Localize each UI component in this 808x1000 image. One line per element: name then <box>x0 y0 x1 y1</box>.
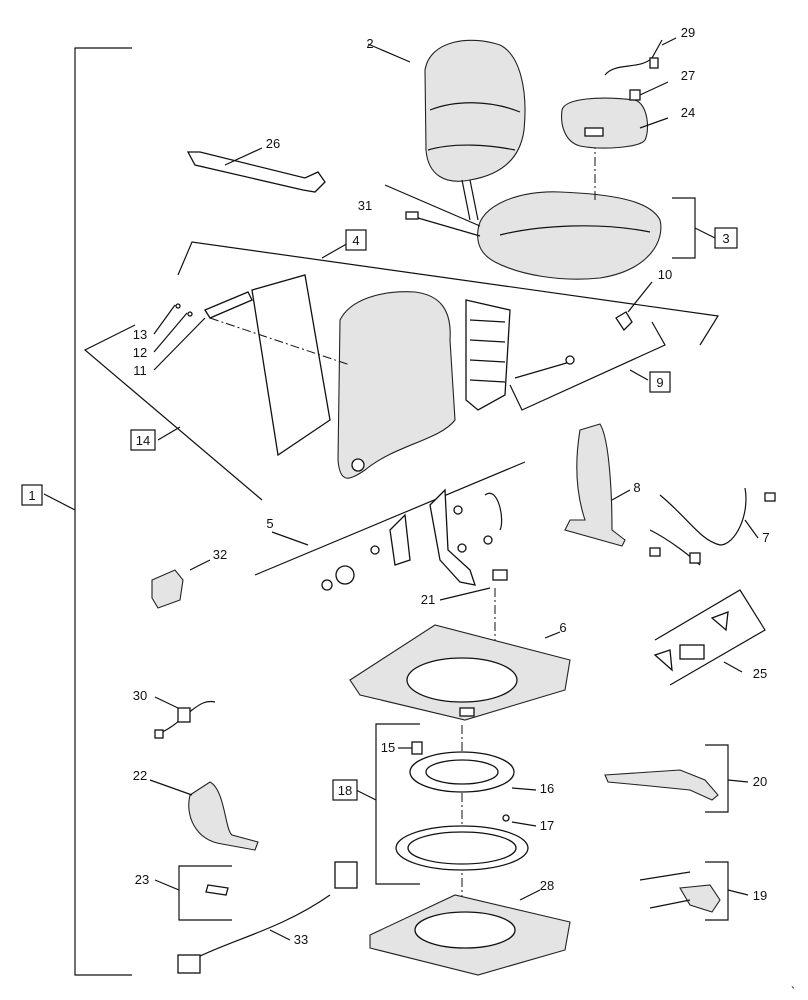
callout-3: 3 <box>722 231 729 246</box>
callout-16: 16 <box>540 781 554 796</box>
bracket-part-8 <box>564 423 631 547</box>
callout-11: 11 <box>133 363 147 378</box>
callout-7: 7 <box>762 530 769 545</box>
callout-10: 10 <box>658 267 672 282</box>
callout-4: 4 <box>352 233 359 248</box>
callout-box-18 <box>332 779 358 801</box>
callout-24: 24 <box>681 105 695 120</box>
callout-33: 33 <box>294 932 308 947</box>
callout-22: 22 <box>133 768 147 783</box>
callout-15: 15 <box>381 740 395 755</box>
callout-9: 9 <box>656 375 663 390</box>
bracket-1 <box>43 47 132 976</box>
harness-part-33 <box>177 861 358 974</box>
swivel-plate-part-28 <box>369 889 571 976</box>
callout-30: 30 <box>133 688 147 703</box>
callout-21: 21 <box>421 592 435 607</box>
seat-back-part <box>367 39 526 221</box>
corner-mark: ` <box>791 984 795 999</box>
callout-19: 19 <box>753 888 767 903</box>
lever-part-26 <box>186 147 326 193</box>
callout-1: 1 <box>28 488 35 503</box>
callout-labels: 1 2 3 4 5 6 7 8 9 10 11 12 13 14 15 16 1… <box>21 25 795 999</box>
lever-part-20 <box>604 744 749 813</box>
callout-18: 18 <box>338 783 352 798</box>
callout-13: 13 <box>133 327 147 342</box>
callout-5: 5 <box>266 516 273 531</box>
seat-cushion-part <box>384 140 716 280</box>
callout-31: 31 <box>358 198 372 213</box>
bracket-part-22 <box>149 779 259 851</box>
callout-28: 28 <box>540 878 554 893</box>
mechanism-assembly-5 <box>254 461 526 640</box>
armrest-part <box>561 37 677 149</box>
callout-6: 6 <box>559 620 566 635</box>
callout-32: 32 <box>213 547 227 562</box>
harness-part-7 <box>649 487 776 566</box>
harness-part-30 <box>154 696 216 739</box>
callout-29: 29 <box>681 25 695 40</box>
callout-20: 20 <box>753 774 767 789</box>
callout-12: 12 <box>133 345 147 360</box>
callout-27: 27 <box>681 68 695 83</box>
callout-box-3 <box>714 227 738 249</box>
lumbar-adjust-9 <box>509 281 666 411</box>
callout-box-14 <box>130 429 156 451</box>
switch-part-32 <box>151 559 211 609</box>
backrest-assembly-4 <box>83 241 719 501</box>
callout-25: 25 <box>753 666 767 681</box>
callout-23: 23 <box>135 872 149 887</box>
bracket-part-23 <box>154 865 232 921</box>
callout-box-1 <box>21 484 43 506</box>
callout-26: 26 <box>266 136 280 151</box>
parts-group-25 <box>653 589 766 686</box>
callout-14: 14 <box>136 433 150 448</box>
callout-box-9 <box>649 371 671 393</box>
callout-17: 17 <box>540 818 554 833</box>
seat-base-part-6 <box>349 624 571 721</box>
lever-part-19 <box>639 861 749 921</box>
cable-connector-31 <box>405 211 419 220</box>
callout-box-4 <box>345 229 367 251</box>
callout-8: 8 <box>633 480 640 495</box>
callout-2: 2 <box>366 36 373 51</box>
swivel-group-18 <box>355 723 537 920</box>
